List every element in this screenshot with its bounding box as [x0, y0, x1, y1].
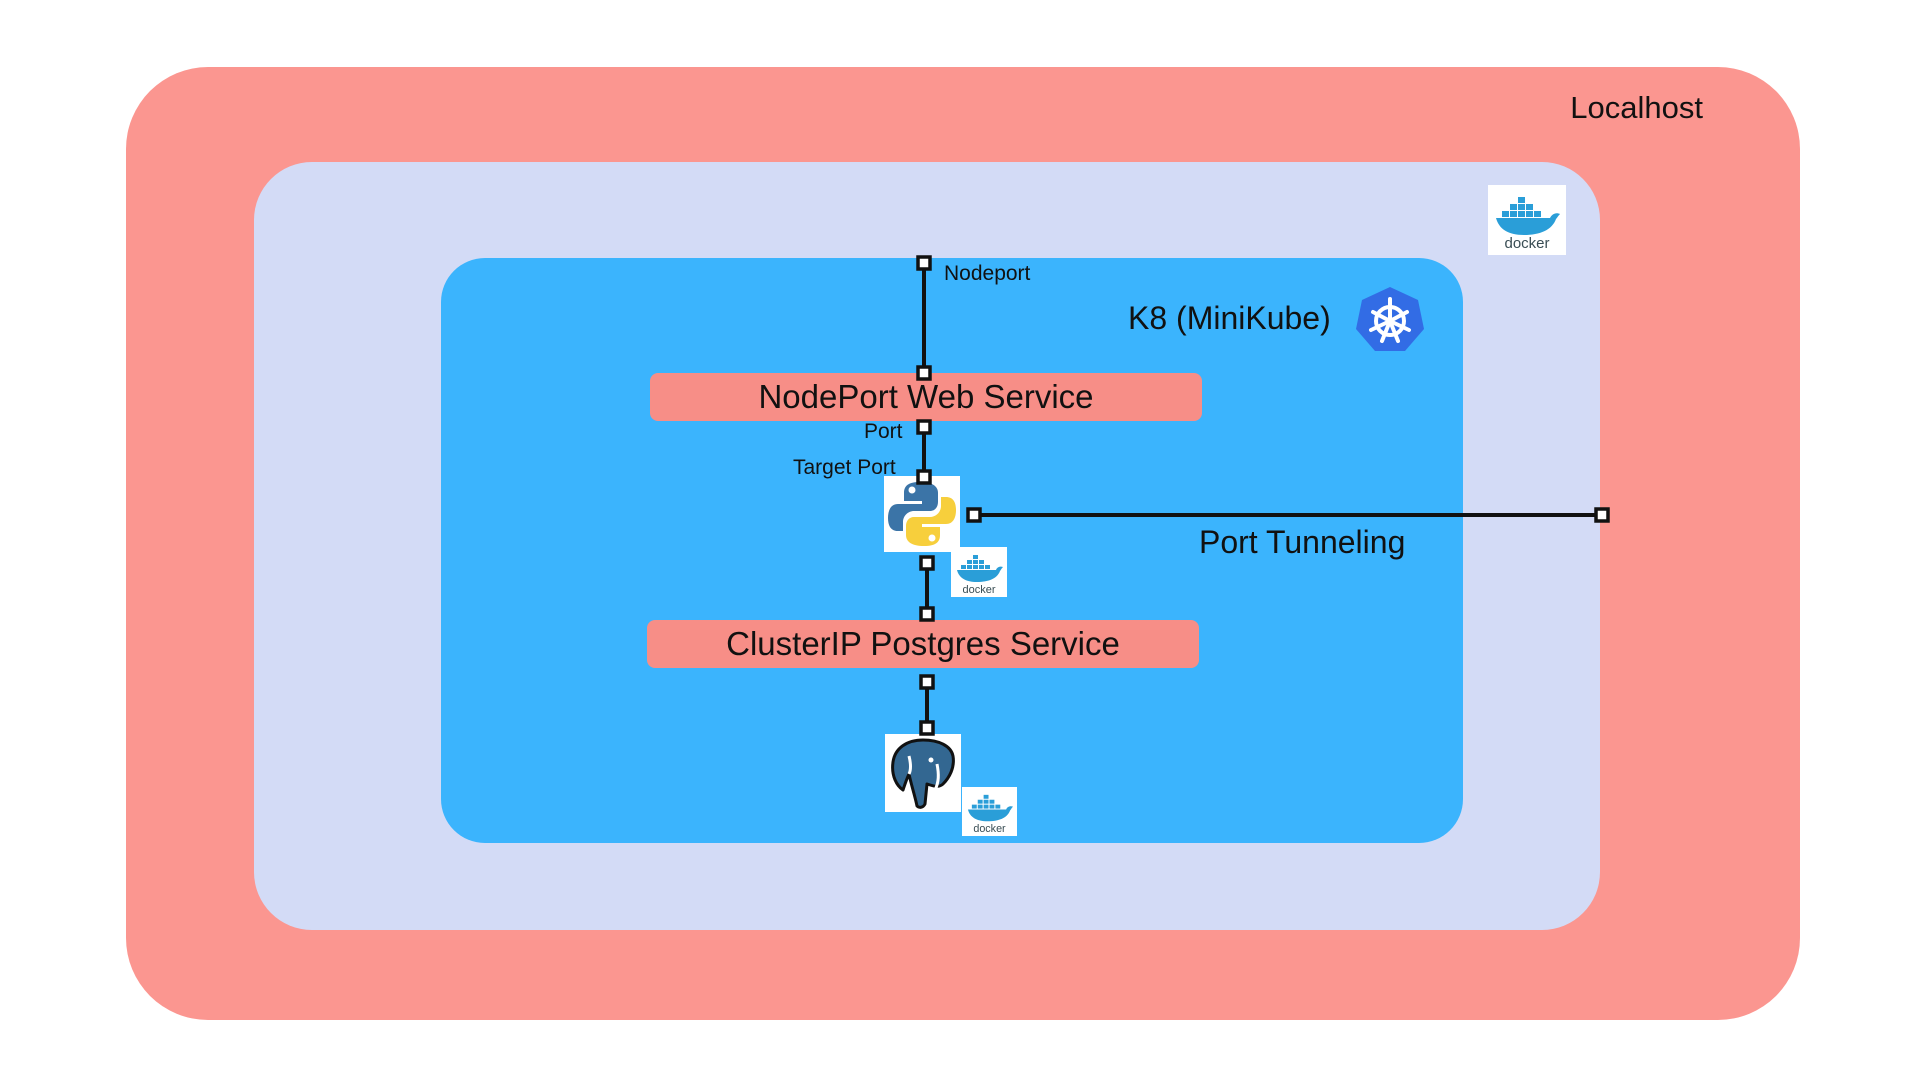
- connector-node: [1594, 507, 1610, 523]
- connector-node: [916, 365, 932, 381]
- connector-node: [919, 606, 935, 622]
- docker-wordmark: docker: [973, 823, 1006, 835]
- postgres-icon: [885, 734, 961, 812]
- connector-node: [966, 507, 982, 523]
- k8-label: K8 (MiniKube): [1128, 300, 1331, 336]
- kubernetes-icon: [1354, 285, 1426, 354]
- clusterip-postgres-service: ClusterIP Postgres Service: [647, 620, 1199, 668]
- port-tunneling-label: Port Tunneling: [1199, 524, 1406, 560]
- docker-icon: docker: [1488, 185, 1566, 255]
- connector-node: [916, 419, 932, 435]
- nodeport-label: Nodeport: [944, 262, 1031, 285]
- docker-icon: docker: [962, 787, 1017, 836]
- port-label: Port: [864, 420, 903, 443]
- connector-node: [919, 674, 935, 690]
- docker-wordmark: docker: [1504, 235, 1549, 252]
- docker-icon: docker: [951, 547, 1007, 597]
- target-port-label: Target Port: [793, 456, 896, 479]
- localhost-label: Localhost: [1570, 90, 1703, 125]
- nodeport-web-service: NodePort Web Service: [650, 373, 1202, 421]
- docker-wordmark: docker: [962, 584, 995, 596]
- connector-node: [919, 720, 935, 736]
- connector-node: [916, 255, 932, 271]
- connector-node: [916, 469, 932, 485]
- python-icon: [884, 476, 960, 552]
- connector-node: [919, 555, 935, 571]
